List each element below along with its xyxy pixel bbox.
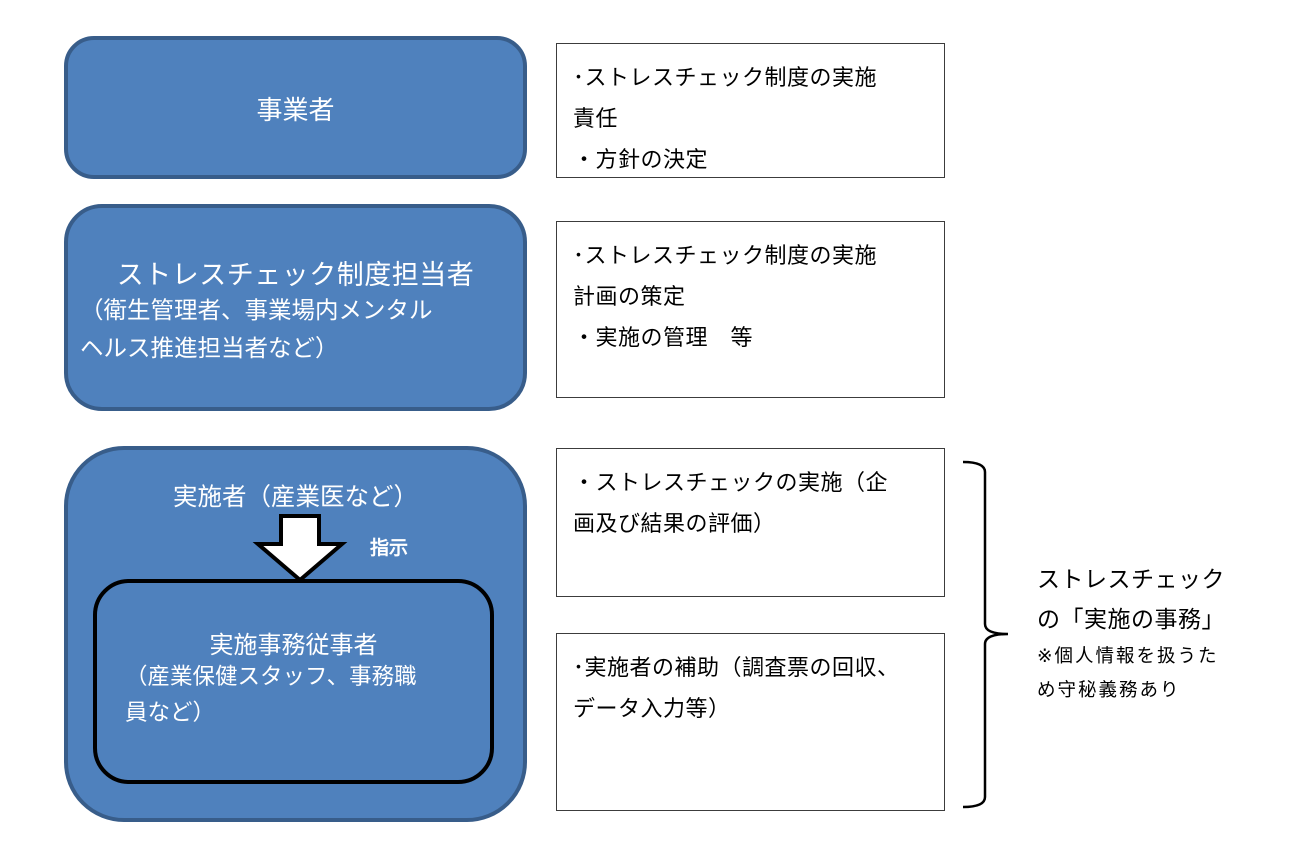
summary-line-1: ストレスチェック bbox=[1037, 567, 1225, 593]
role-subtitle-staff: （産業保健スタッフ、事務職 員など） bbox=[125, 664, 417, 726]
summary-note-line-1: ※個人情報を扱うた bbox=[1037, 646, 1219, 667]
description-box-employer: ･ストレスチェック制度の実施 責任 ・方針の決定 bbox=[556, 43, 945, 178]
right-brace-icon bbox=[962, 460, 1009, 809]
summary-label: ストレスチェック の「実施の事務」 ※個人情報を扱うた め守秘義務あり bbox=[1037, 560, 1225, 708]
role-title-manager: ストレスチェック制度担当者 bbox=[116, 260, 475, 291]
role-title-implementer: 実施者（産業医など） bbox=[173, 482, 418, 511]
description-box-implementer: ・ストレスチェックの実施（企 画及び結果の評価） bbox=[556, 448, 945, 597]
role-subtitle-manager: （衛生管理者、事業場内メンタル ヘルス推進担当者など） bbox=[80, 296, 433, 362]
role-title-employer: 事業者 bbox=[256, 96, 335, 126]
role-box-stress-check-manager: ストレスチェック制度担当者 （衛生管理者、事業場内メンタル ヘルス推進担当者など… bbox=[64, 204, 527, 411]
role-box-implementation-staff: 実施事務従事者 （産業保健スタッフ、事務職 員など） bbox=[93, 579, 494, 784]
role-title-staff: 実施事務従事者 bbox=[209, 631, 378, 659]
role-box-employer: 事業者 bbox=[64, 36, 527, 179]
description-box-manager: ･ストレスチェック制度の実施 計画の策定 ・実施の管理 等 bbox=[556, 221, 945, 398]
instruction-label: 指示 bbox=[370, 537, 409, 559]
down-arrow-icon bbox=[252, 514, 348, 583]
description-box-staff: ･実施者の補助（調査票の回収、 データ入力等） bbox=[556, 633, 945, 811]
summary-line-2: の「実施の事務」 bbox=[1037, 607, 1225, 633]
summary-note-line-2: め守秘義務あり bbox=[1037, 680, 1181, 701]
